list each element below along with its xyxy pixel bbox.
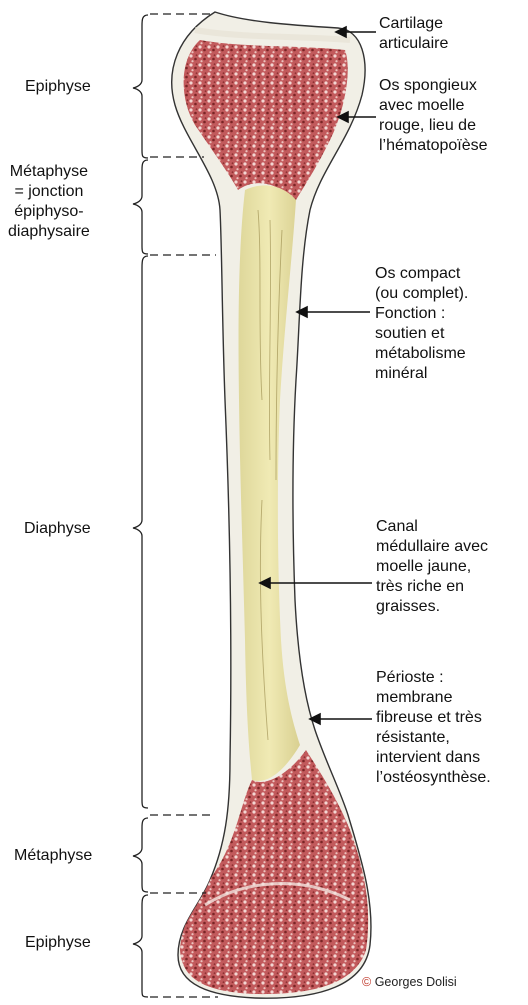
brace-epiphyse-bottom <box>133 895 148 997</box>
label-epiphyse-bottom: Epiphyse <box>25 933 91 953</box>
label-cartilage-articulaire: Cartilage articulaire <box>379 14 448 54</box>
label-metaphyse-top: Métaphyse = jonction épiphyso- diaphysai… <box>8 162 90 242</box>
copyright-symbol: © <box>362 975 371 989</box>
brace-epiphyse-top <box>133 15 148 158</box>
copyright-credit: © Georges Dolisi <box>362 975 457 989</box>
spongy-bone-bottom <box>180 750 368 994</box>
brace-diaphyse <box>133 256 148 808</box>
label-epiphyse-top: Epiphyse <box>25 77 91 97</box>
label-os-spongieux: Os spongieux avec moelle rouge, lieu de … <box>379 76 488 156</box>
credit-author: Georges Dolisi <box>375 975 457 989</box>
label-canal-medullaire: Canal médullaire avec moelle jaune, très… <box>376 517 488 617</box>
label-os-compact: Os compact (ou complet). Fonction : sout… <box>375 264 468 384</box>
label-metaphyse-bottom: Métaphyse <box>14 846 92 866</box>
label-perioste: Périoste : membrane fibreuse et très rés… <box>376 668 491 788</box>
label-diaphyse: Diaphyse <box>24 519 91 539</box>
brace-metaphyse-bottom <box>133 818 148 892</box>
brace-metaphyse-top <box>133 160 148 254</box>
